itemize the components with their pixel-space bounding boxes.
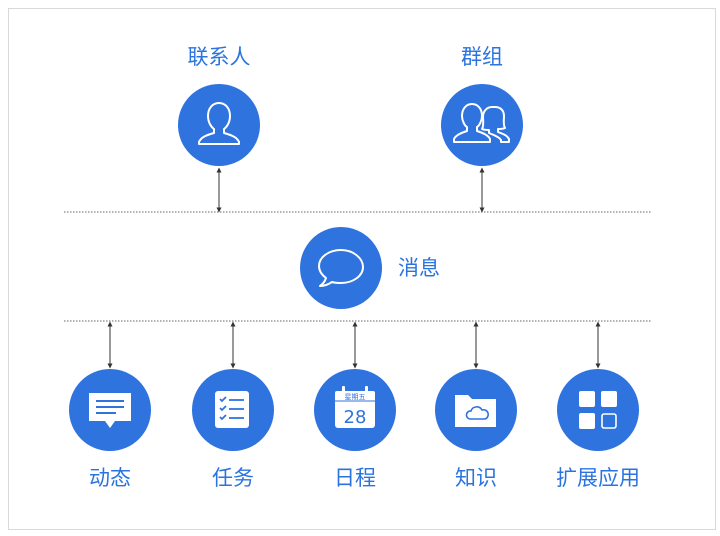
- cloud-folder-icon: [455, 395, 496, 427]
- feed-label: 动态: [89, 466, 131, 490]
- calendar-label: 日程: [334, 466, 376, 490]
- tasks-node[interactable]: [192, 369, 274, 451]
- calendar-day: 28: [344, 407, 367, 428]
- feed-message-icon: [89, 393, 131, 428]
- chat-bubble-icon: [318, 249, 364, 287]
- knowledge-node[interactable]: [435, 369, 517, 451]
- diagram-frame: [8, 8, 716, 530]
- calendar-node[interactable]: 星期五 28: [314, 369, 396, 451]
- contacts-label: 联系人: [187, 45, 251, 69]
- groups-node[interactable]: [441, 84, 523, 166]
- calendar-icon: 星期五 28: [335, 386, 375, 428]
- feed-node[interactable]: [69, 369, 151, 451]
- group-icon: [453, 103, 510, 143]
- message-node[interactable]: [300, 227, 382, 309]
- checklist-icon: [215, 391, 249, 428]
- tasks-label: 任务: [212, 466, 254, 490]
- message-label: 消息: [398, 256, 440, 280]
- contacts-node[interactable]: [178, 84, 260, 166]
- knowledge-label: 知识: [455, 466, 497, 490]
- groups-label: 群组: [461, 45, 503, 69]
- apps-node[interactable]: [557, 369, 639, 451]
- apps-grid-icon: [579, 391, 617, 429]
- calendar-weekday: 星期五: [345, 393, 366, 401]
- apps-label: 扩展应用: [556, 466, 640, 490]
- person-icon: [198, 102, 240, 145]
